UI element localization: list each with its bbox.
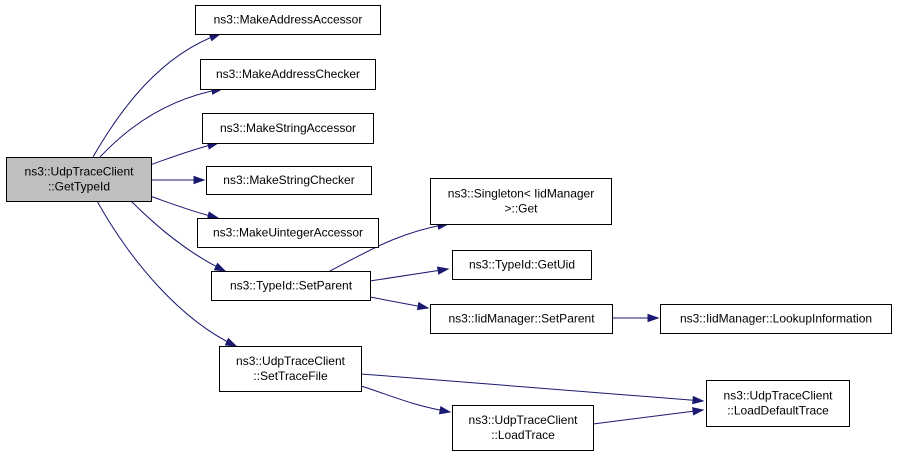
node-label: ns3::MakeAddressChecker (216, 67, 360, 81)
arrowhead-icon (206, 211, 220, 220)
node-label: ns3::MakeStringAccessor (220, 121, 356, 135)
edge-gettypeid-to-make-string-accessor (149, 141, 220, 166)
node-make-string-accessor[interactable]: ns3::MakeStringAccessor (202, 113, 374, 144)
node-label: ::LoadDefaultTrace (727, 404, 829, 418)
node-label: ns3::MakeUintegerAccessor (213, 226, 363, 240)
node-label: ns3::UdpTraceClient (469, 413, 579, 427)
node-box[interactable] (430, 178, 612, 225)
node-typeid-getuid[interactable]: ns3::TypeId::GetUid (452, 250, 592, 280)
node-iidmanager-setparent[interactable]: ns3::IidManager::SetParent (430, 304, 613, 334)
node-label: ::GetTypeId (48, 180, 110, 194)
node-box[interactable] (202, 113, 374, 144)
nodes-layer: ns3::UdpTraceClient::GetTypeId ns3::MakeA… (6, 5, 892, 451)
node-box[interactable] (200, 59, 376, 90)
node-make-address-checker[interactable]: ns3::MakeAddressChecker (200, 59, 376, 90)
edge-line (96, 200, 237, 347)
node-box[interactable] (452, 250, 592, 280)
node-label: >::Get (504, 202, 538, 216)
node-label: ns3::TypeId::SetParent (230, 279, 353, 293)
edge-settracefile-to-loadtrace (360, 385, 452, 415)
node-label: ns3::TypeId::GetUid (469, 258, 575, 272)
node-box[interactable] (430, 304, 613, 334)
edge-settracefile-to-loaddefaulttrace (360, 373, 705, 405)
node-label: ::LoadTrace (491, 428, 555, 442)
node-loaddefaulttrace[interactable]: ns3::UdpTraceClient::LoadDefaultTrace (706, 380, 850, 427)
edge-line (369, 268, 449, 282)
node-typeid-setparent[interactable]: ns3::TypeId::SetParent (211, 271, 371, 301)
node-make-uinteger-accessor[interactable]: ns3::MakeUintegerAccessor (197, 218, 379, 248)
edge-line (360, 373, 704, 402)
arrowhead-icon (224, 337, 238, 347)
arrowhead-icon (416, 301, 430, 311)
node-box[interactable] (195, 5, 381, 35)
node-box[interactable] (6, 157, 152, 202)
node-box[interactable] (706, 380, 850, 427)
node-singleton-get[interactable]: ns3::Singleton< IidManager>::Get (430, 178, 612, 225)
node-label: ns3::UdpTraceClient (724, 389, 834, 403)
node-label: ns3::MakeAddressAccessor (214, 13, 363, 27)
node-settracefile[interactable]: ns3::UdpTraceClient::SetTraceFile (219, 346, 362, 392)
arrowhead-icon (213, 262, 227, 272)
node-label: ::SetTraceFile (253, 369, 328, 383)
edge-gettypeid-to-typeid-setparent (130, 200, 227, 272)
edge-line (92, 33, 221, 158)
edge-iidmanager-setparent-to-iidmanager-lookupinformation (612, 313, 660, 323)
node-box[interactable] (197, 218, 379, 248)
node-box[interactable] (452, 405, 594, 451)
node-label: ns3::MakeStringChecker (223, 173, 354, 187)
node-label: ns3::UdpTraceClient (236, 354, 346, 368)
node-box[interactable] (219, 346, 362, 392)
node-box[interactable] (206, 166, 372, 195)
edge-typeid-setparent-to-typeid-getuid (369, 266, 450, 282)
edge-line (99, 88, 223, 158)
arrowhead-icon (692, 407, 705, 416)
arrowhead-icon (438, 406, 452, 415)
node-make-address-accessor[interactable]: ns3::MakeAddressAccessor (195, 5, 381, 35)
edge-line (149, 195, 219, 219)
edge-line (130, 200, 226, 272)
node-make-string-checker[interactable]: ns3::MakeStringChecker (206, 166, 372, 195)
edge-gettypeid-to-make-string-checker (150, 175, 206, 185)
node-box[interactable] (660, 304, 892, 334)
node-label: ns3::IidManager::SetParent (448, 312, 595, 326)
edge-typeid-setparent-to-iidmanager-setparent (369, 296, 430, 311)
node-box[interactable] (211, 271, 371, 301)
node-label: ns3::Singleton< IidManager (448, 187, 594, 201)
arrowhead-icon (692, 395, 705, 405)
node-label: ns3::UdpTraceClient (25, 165, 135, 179)
edge-gettypeid-to-make-uinteger-accessor (149, 195, 220, 220)
edge-line (329, 223, 449, 272)
edges-layer (92, 33, 705, 425)
node-loadtrace[interactable]: ns3::UdpTraceClient::LoadTrace (452, 405, 594, 451)
arrowhead-icon (647, 313, 660, 323)
edge-gettypeid-to-make-address-accessor (92, 33, 222, 158)
node-label: ns3::IidManager::LookupInformation (680, 312, 872, 326)
edge-loadtrace-to-loaddefaulttrace (592, 407, 705, 425)
node-iidmanager-lookupinformation[interactable]: ns3::IidManager::LookupInformation (660, 304, 892, 334)
edge-line (360, 385, 451, 413)
arrowhead-icon (193, 175, 206, 185)
edge-gettypeid-to-settracefile (96, 200, 238, 347)
arrowhead-icon (436, 266, 450, 275)
edge-line (149, 142, 219, 166)
edge-line (592, 409, 704, 425)
node-gettypeid[interactable]: ns3::UdpTraceClient::GetTypeId (6, 157, 152, 202)
